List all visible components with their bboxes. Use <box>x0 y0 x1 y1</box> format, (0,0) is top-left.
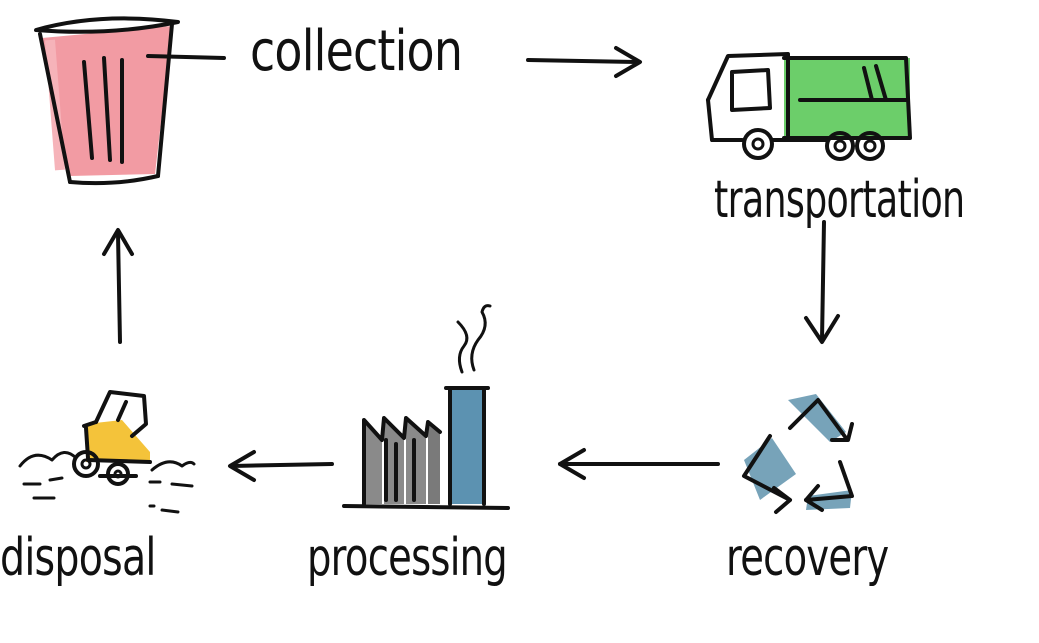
step-label-processing: processing <box>307 528 508 588</box>
arrow-processing-to-disposal <box>228 450 334 482</box>
arrow-recovery-to-processing <box>558 448 720 480</box>
recycle-icon <box>742 394 854 514</box>
step-label-collection: collection <box>250 19 463 84</box>
step-label-recovery: recovery <box>726 528 889 588</box>
landfill-bulldozer-icon <box>18 390 196 514</box>
step-label-disposal: disposal <box>0 528 156 588</box>
factory-icon <box>342 304 510 510</box>
garbage-truck-icon <box>706 52 912 161</box>
step-label-transportation: transportation <box>714 170 965 230</box>
arrow-collection-to-transportation <box>526 46 642 78</box>
arrow-transportation-to-recovery <box>804 220 840 344</box>
trash-bin-icon <box>34 16 226 186</box>
arrow-disposal-to-collection <box>102 228 134 344</box>
